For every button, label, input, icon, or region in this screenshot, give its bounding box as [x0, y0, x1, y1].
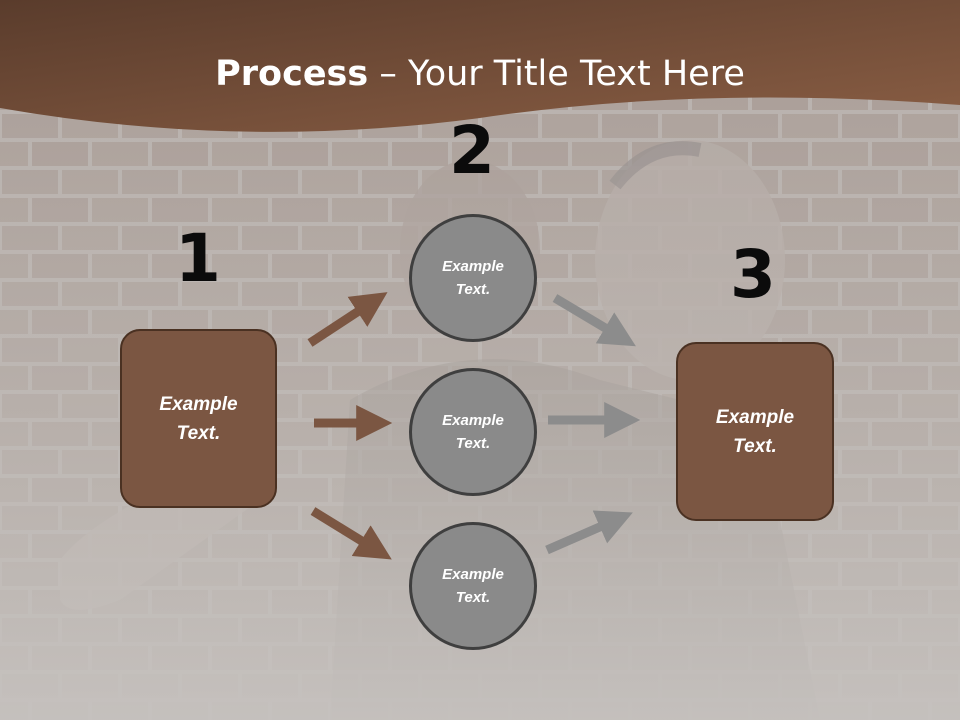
step-3-label: Example Text. — [715, 406, 795, 457]
circle-label: Example Text. — [442, 412, 504, 452]
title-bold: Process — [215, 54, 369, 94]
step-number-1: 1 — [175, 220, 221, 297]
step-1-label: Example Text. — [159, 393, 238, 444]
arrow-bottom-to-3 — [545, 510, 633, 555]
arrow-top-to-3 — [552, 294, 636, 347]
arrow-1-to-top — [307, 292, 388, 347]
step-3-box: Example Text. — [676, 342, 834, 521]
step-number-3: 3 — [730, 236, 776, 313]
step-number-2: 2 — [449, 112, 495, 189]
arrow-1-to-bottom — [310, 507, 392, 560]
step-2-circle-top: Example Text. — [409, 214, 537, 342]
header-banner — [0, 0, 960, 132]
step-2-circle-bottom: Example Text. — [409, 522, 537, 650]
title-rest: – Your Title Text Here — [368, 54, 745, 94]
page-title: Process – Your Title Text Here — [0, 52, 960, 96]
circle-label: Example Text. — [442, 566, 504, 606]
step-2-circle-middle: Example Text. — [409, 368, 537, 496]
step-1-box: Example Text. — [120, 329, 277, 508]
circle-label: Example Text. — [442, 258, 504, 298]
